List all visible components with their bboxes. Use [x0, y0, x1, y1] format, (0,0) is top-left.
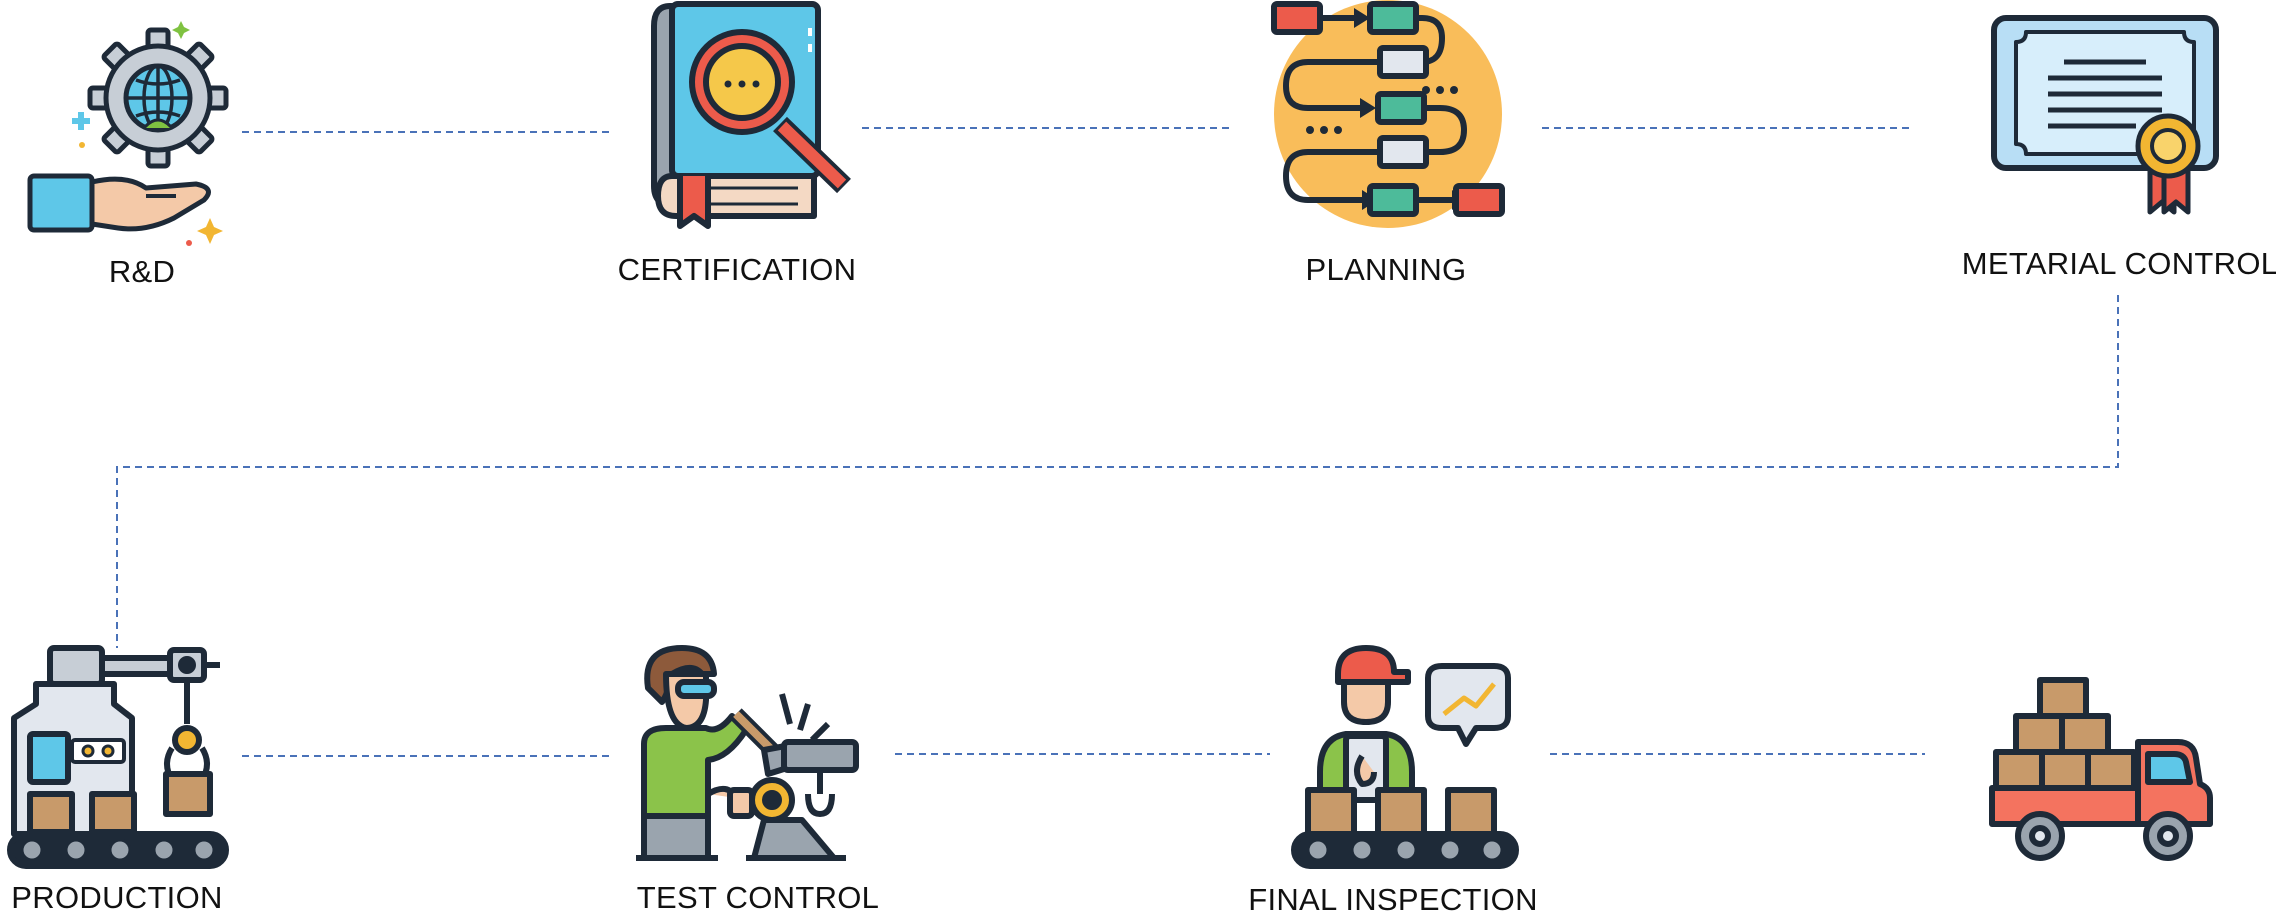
- step-label-rd: R&D: [108, 254, 176, 289]
- factory-robot-arm-icon: [7, 645, 229, 869]
- inspector-conveyor-icon: [1291, 645, 1519, 869]
- flowchart-icon: [1271, 0, 1505, 228]
- step-label-test-control: TEST CONTROL: [636, 880, 880, 915]
- certificate-icon: [1991, 15, 2219, 215]
- gear-globe-hand-icon: [27, 21, 229, 246]
- delivery-truck-icon: [1989, 677, 2213, 861]
- step-label-final-inspection: FINAL INSPECTION: [1248, 882, 1538, 917]
- worker-machine-icon: [636, 645, 859, 861]
- step-label-planning: PLANNING: [1305, 252, 1467, 287]
- step-label-material-control: METARIAL CONTROL: [1961, 246, 2276, 281]
- connector-material-production: [116, 295, 2119, 648]
- step-label-certification: CERTIFICATION: [617, 252, 857, 287]
- step-label-production: PRODUCTION: [11, 880, 223, 915]
- book-magnifier-icon: [651, 1, 851, 229]
